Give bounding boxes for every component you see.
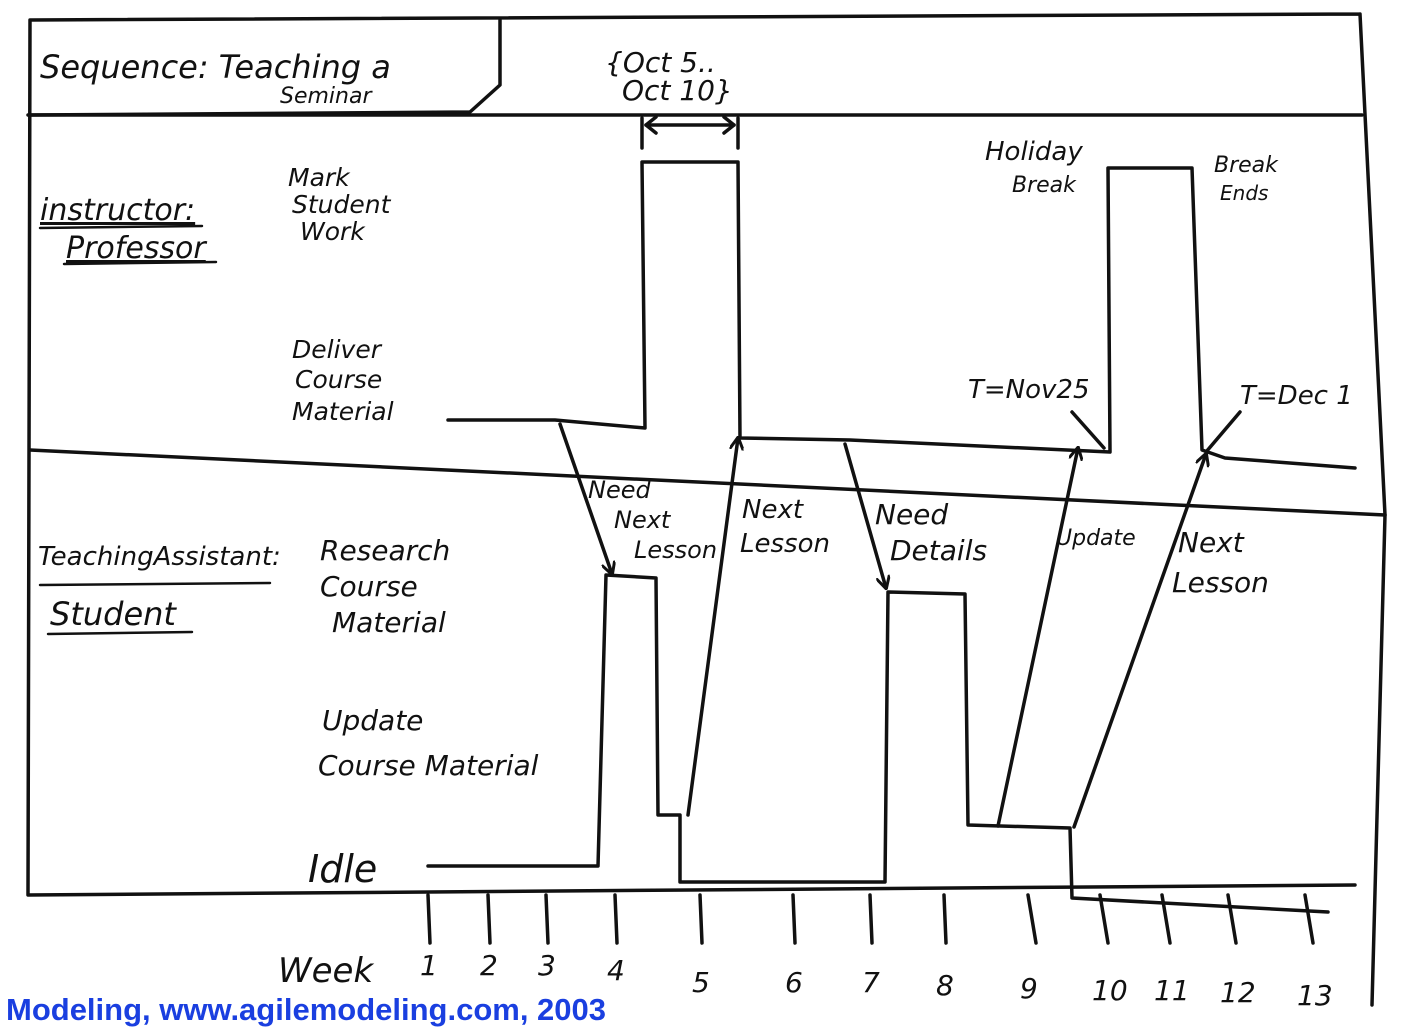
message-label: Need — [588, 476, 651, 504]
state-label: Material — [292, 397, 394, 426]
week-tick-label: 6 — [785, 966, 803, 999]
axis-label: Week — [278, 951, 374, 991]
professor-timeline — [446, 160, 1357, 470]
lifeline-name: instructor: — [40, 193, 195, 228]
message-arrow — [1072, 454, 1206, 829]
break-ends-label: Ends — [1220, 181, 1268, 205]
diagram-title-line2: Seminar — [280, 84, 373, 109]
week-tick-label: 12 — [1220, 976, 1256, 1009]
lifeline-class: Professor — [66, 231, 207, 266]
student-timeline — [426, 573, 1330, 914]
lifeline-name-underline — [38, 581, 272, 636]
week-tick — [1160, 893, 1172, 945]
week-tick-label: 10 — [1092, 974, 1128, 1007]
week-tick-label: 7 — [862, 966, 880, 999]
state-label: Research — [320, 534, 450, 567]
message-label: Next — [1178, 526, 1245, 559]
break-ends-label: Break — [1214, 153, 1279, 178]
week-tick — [868, 893, 874, 945]
lifeline-class: Student — [50, 595, 177, 633]
week-tick — [613, 893, 619, 945]
week-tick-label: 5 — [692, 966, 710, 999]
time-constraint-pointer — [1070, 410, 1106, 450]
week-tick-label: 3 — [538, 949, 556, 982]
holiday-break-label: Break — [1012, 173, 1077, 198]
time-constraint-label: T=Nov25 — [968, 375, 1090, 405]
week-tick — [544, 893, 550, 945]
state-label: Material — [332, 606, 446, 639]
state-label: Idle — [308, 847, 377, 891]
message-arrow — [996, 448, 1078, 828]
oct-range-marker — [640, 116, 740, 150]
message-label: Next — [742, 495, 804, 525]
message-arrow — [686, 438, 738, 817]
week-tick — [1303, 893, 1315, 945]
message-label: Lesson — [634, 536, 717, 564]
week-tick — [698, 893, 704, 945]
lifeline-name: TeachingAssistant: — [38, 542, 281, 572]
time-constraint-label: T=Dec 1 — [1240, 381, 1353, 411]
message-label: Details — [890, 534, 987, 567]
week-tick-label: 11 — [1154, 974, 1190, 1007]
week-tick-label: 2 — [480, 949, 498, 982]
message-arrow — [558, 422, 612, 574]
time-constraint-pointer — [1204, 410, 1242, 454]
diagram-title: Sequence: Teaching a — [40, 48, 391, 86]
week-tick — [1098, 893, 1110, 945]
week-tick — [426, 893, 432, 945]
state-label: Course Material — [318, 749, 539, 782]
holiday-break-label: Holiday — [985, 137, 1083, 167]
week-tick-label: 4 — [607, 954, 625, 987]
oct-range-arrowheads — [644, 115, 736, 135]
week-tick-label: 1 — [420, 949, 438, 982]
oct-range-label: {Oct 5.. — [605, 46, 716, 79]
diagram-frame — [26, 12, 1387, 1007]
message-arrow — [843, 442, 886, 588]
message-label: Update — [1056, 526, 1136, 551]
week-tick — [1026, 893, 1038, 945]
week-tick — [942, 893, 948, 945]
week-tick — [486, 893, 492, 945]
state-label: Mark — [288, 163, 351, 192]
message-label: Next — [614, 506, 672, 534]
source-footer: Modeling, www.agilemodeling.com, 2003 — [6, 992, 607, 1027]
state-label: Work — [300, 217, 366, 246]
state-label: Course — [295, 365, 382, 394]
oct-range-label: Oct 10} — [622, 74, 733, 107]
week-tick — [791, 893, 797, 945]
week-tick-label: 8 — [936, 969, 954, 1002]
state-label: Student — [292, 190, 392, 219]
week-tick-label: 13 — [1297, 979, 1333, 1012]
lifeline-name-underline — [38, 224, 218, 266]
week-tick — [1226, 893, 1238, 945]
state-label: Course — [320, 570, 418, 603]
state-label: Update — [322, 704, 423, 737]
message-label: Lesson — [740, 529, 830, 559]
lifeline-divider-middle — [28, 448, 1387, 517]
state-label: Deliver — [292, 335, 383, 364]
message-label: Lesson — [1172, 566, 1269, 599]
week-tick-label: 9 — [1020, 972, 1038, 1005]
message-label: Need — [875, 498, 948, 531]
